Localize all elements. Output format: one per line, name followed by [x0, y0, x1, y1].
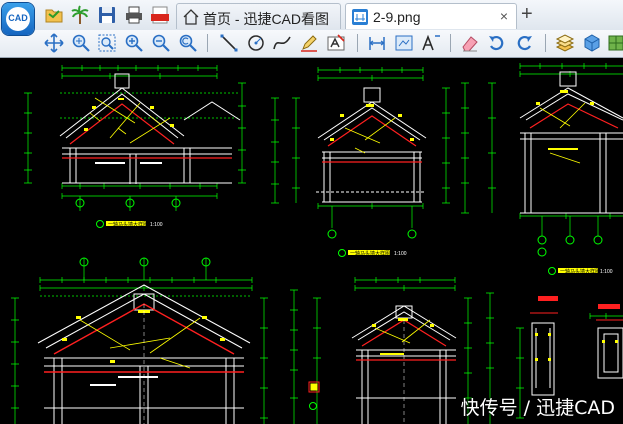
toolbar-separator — [357, 34, 358, 52]
pan-icon[interactable] — [44, 33, 64, 53]
save-icon[interactable] — [97, 5, 117, 25]
tab-home-label: 首页 - 迅捷CAD看图 — [203, 11, 329, 27]
logo-ring — [6, 7, 30, 31]
home-icon — [183, 9, 199, 25]
drawing-title-c: 一轴马头墙大样图 — [560, 268, 600, 275]
drawing-scale-b: 1:100 — [394, 251, 407, 257]
zoom-previous-icon[interactable] — [178, 33, 198, 53]
drawing-title-b-bar — [348, 250, 390, 255]
layers-icon[interactable] — [555, 33, 575, 53]
tab-file-label: 2-9.png — [373, 9, 421, 25]
toolbar-separator — [450, 34, 451, 52]
app-logo[interactable]: CAD — [2, 3, 34, 35]
open-folder-icon[interactable] — [44, 5, 64, 25]
elevation-drawing-e — [290, 277, 494, 424]
drawing-scale-c: 1:100 — [600, 269, 613, 275]
polyline-icon[interactable] — [272, 33, 292, 53]
export-pdf-icon[interactable] — [150, 5, 170, 25]
section-details-f — [516, 296, 623, 419]
elevation-drawing-c: 一轴马头墙大样图 1:100 — [461, 63, 623, 275]
toolbar-separator — [207, 34, 208, 52]
redo-icon[interactable] — [514, 33, 534, 53]
watermark: 快传号 / 迅捷CAD — [460, 397, 615, 419]
drawing-title-a: 一轴马头墙大样图 — [108, 221, 148, 228]
drawing-title-a-bar — [106, 221, 146, 226]
undo-icon[interactable] — [487, 33, 507, 53]
elevation-drawing-d — [11, 257, 268, 424]
sketch-pencil-icon[interactable] — [299, 33, 319, 53]
circle-icon[interactable] — [246, 33, 266, 53]
print-icon[interactable] — [124, 5, 144, 25]
cad-file-icon — [352, 9, 368, 25]
logo-text: CAD — [8, 13, 28, 23]
new-tab-button[interactable]: + — [521, 3, 533, 25]
palm-tree-icon[interactable] — [70, 5, 90, 25]
elevation-drawing-b: 一轴马头墙大样图 1:100 — [271, 67, 450, 257]
measure-area-icon[interactable] — [394, 33, 414, 53]
zoom-in-icon[interactable] — [124, 33, 144, 53]
drawing-title-b: 一轴马头墙大样图 — [350, 250, 390, 257]
axis-lines — [143, 304, 405, 424]
line-icon[interactable] — [219, 33, 239, 53]
drawing-title-c-bar — [558, 268, 598, 273]
3d-view-icon[interactable] — [582, 33, 602, 53]
drawing-canvas[interactable]: 一轴马头墙大样图 1:100 — [0, 58, 623, 424]
tab-home[interactable]: 首页 - 迅捷CAD看图 — [176, 3, 341, 29]
text-annotation-icon[interactable] — [326, 33, 346, 53]
drawing-scale-a: 1:100 — [150, 222, 163, 228]
zoom-out-icon[interactable] — [151, 33, 171, 53]
toolbar-separator — [545, 34, 546, 52]
block-icon[interactable] — [607, 33, 623, 53]
elevation-drawing-a: 一轴马头墙大样图 1:100 — [24, 65, 246, 228]
zoom-window-icon[interactable] — [97, 33, 117, 53]
close-tab-button[interactable]: × — [499, 8, 508, 24]
measure-distance-icon[interactable] — [367, 33, 387, 53]
eraser-icon[interactable] — [460, 33, 480, 53]
text-style-icon[interactable] — [421, 33, 441, 53]
zoom-realtime-icon[interactable] — [71, 33, 91, 53]
tab-file[interactable]: 2-9.png × — [345, 3, 517, 29]
